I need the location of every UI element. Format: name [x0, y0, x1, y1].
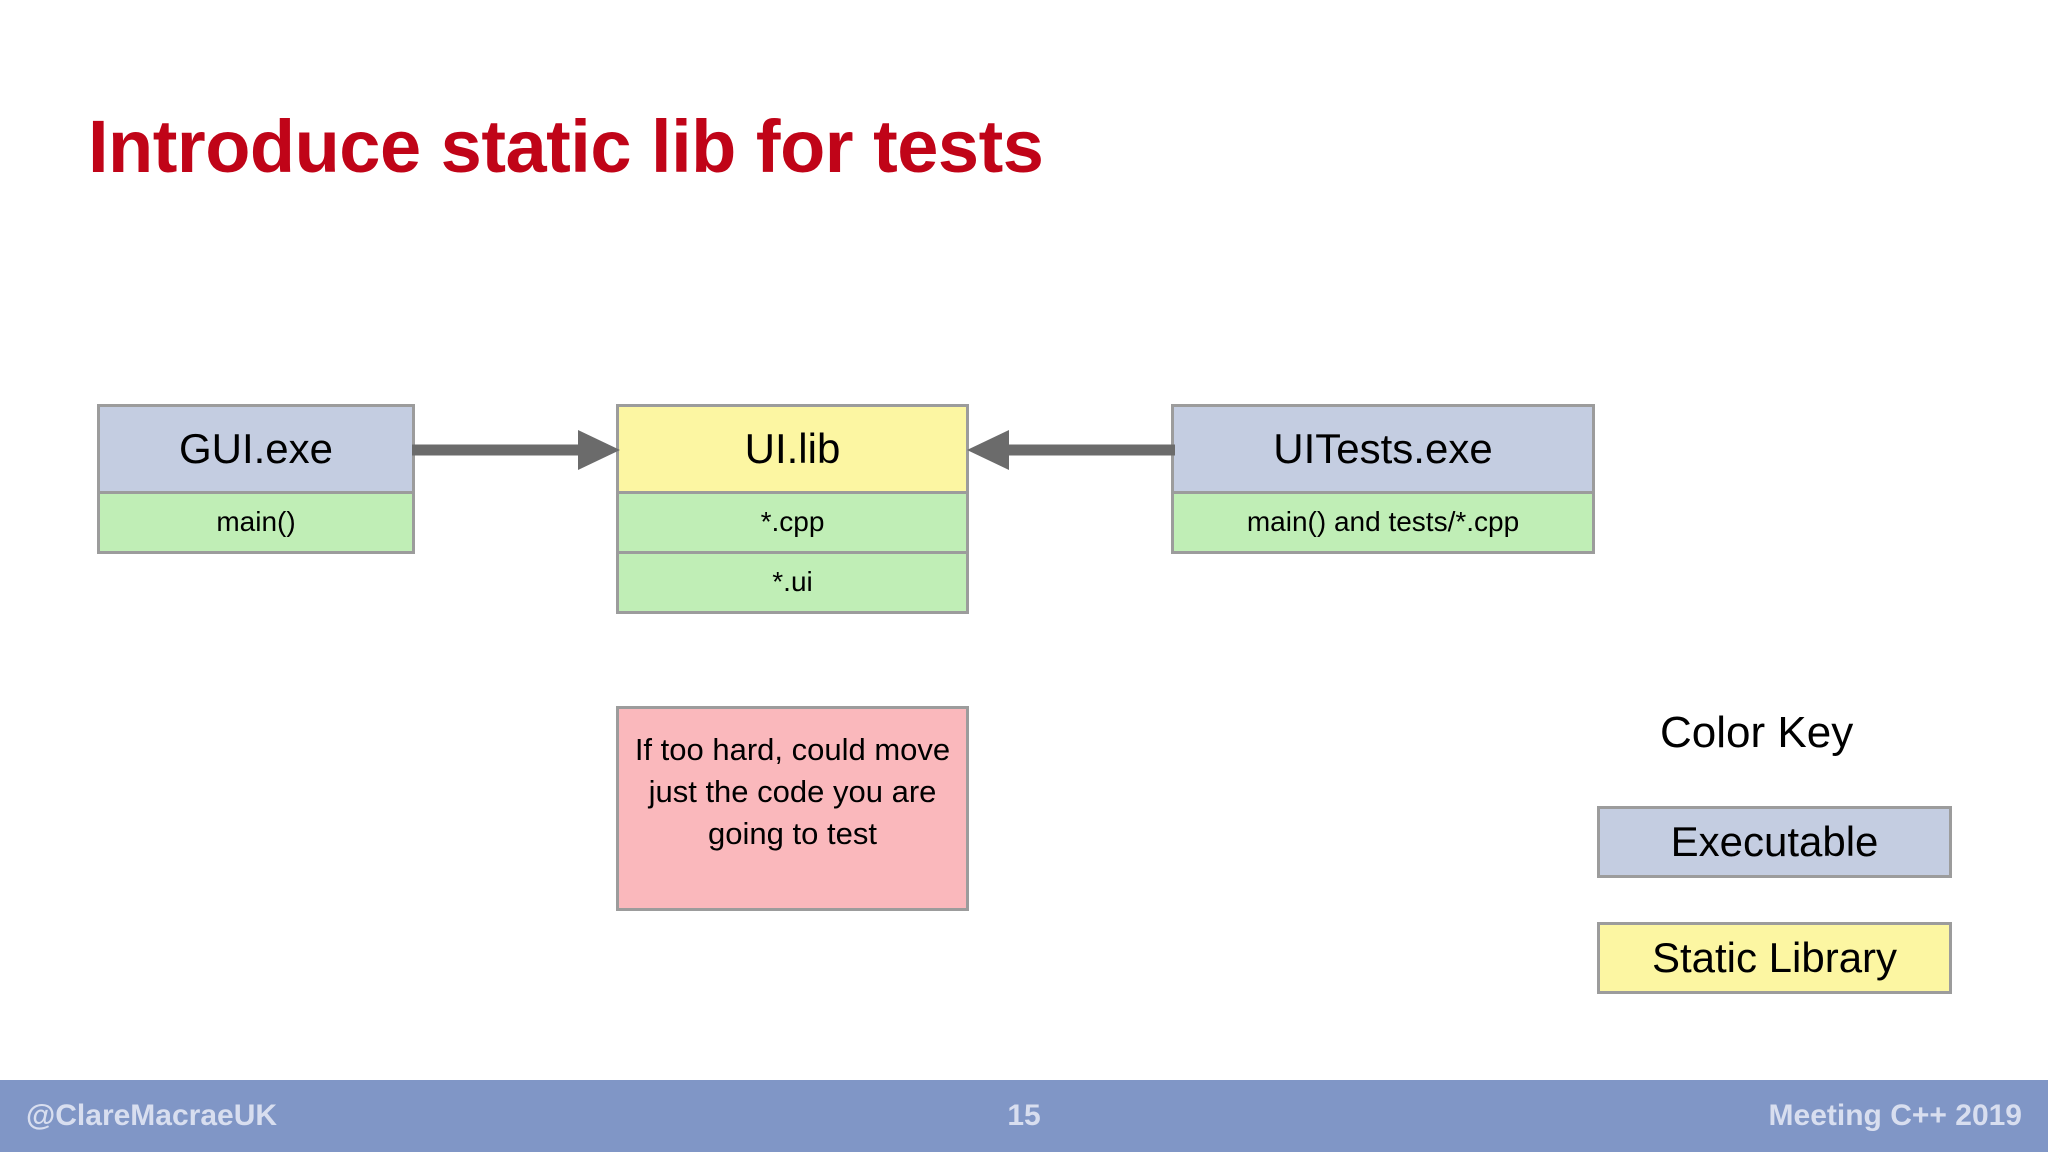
footer-event-name: Meeting C++ 2019: [1768, 1099, 2022, 1132]
footer-handle: @ClareMacraeUK: [26, 1099, 278, 1132]
color-key-title: Color Key: [1660, 708, 1854, 757]
arrow-left-icon-uitests-to-uilib: [967, 430, 1175, 470]
box-header-uitests-exe: UITests.exe: [1171, 404, 1595, 494]
box-row-gui-exe-main: main(): [97, 494, 415, 554]
diagram-note-box: If too hard, could move just the code yo…: [616, 706, 969, 911]
diagram-box-uitests-exe: UITests.exe main() and tests/*.cpp: [1171, 404, 1595, 554]
box-header-ui-lib: UI.lib: [616, 404, 969, 494]
box-row-uitests-exe-main: main() and tests/*.cpp: [1171, 494, 1595, 554]
box-row-ui-lib-ui: *.ui: [616, 554, 969, 614]
color-key-item-executable: Executable: [1597, 806, 1952, 878]
footer-page-number: 15: [1007, 1099, 1041, 1132]
diagram-box-gui-exe: GUI.exe main(): [97, 404, 415, 554]
arrow-right-icon-gui-to-uilib: [412, 430, 620, 470]
diagram-note-text: If too hard, could move just the code yo…: [634, 732, 951, 851]
box-row-ui-lib-cpp: *.cpp: [616, 494, 969, 554]
diagram-box-ui-lib: UI.lib *.cpp *.ui: [616, 404, 969, 614]
slide-footer: @ClareMacraeUK 15 Meeting C++ 2019: [0, 1080, 2048, 1152]
slide-title: Introduce static lib for tests: [88, 105, 1044, 188]
box-header-gui-exe: GUI.exe: [97, 404, 415, 494]
color-key-item-static-library: Static Library: [1597, 922, 1952, 994]
